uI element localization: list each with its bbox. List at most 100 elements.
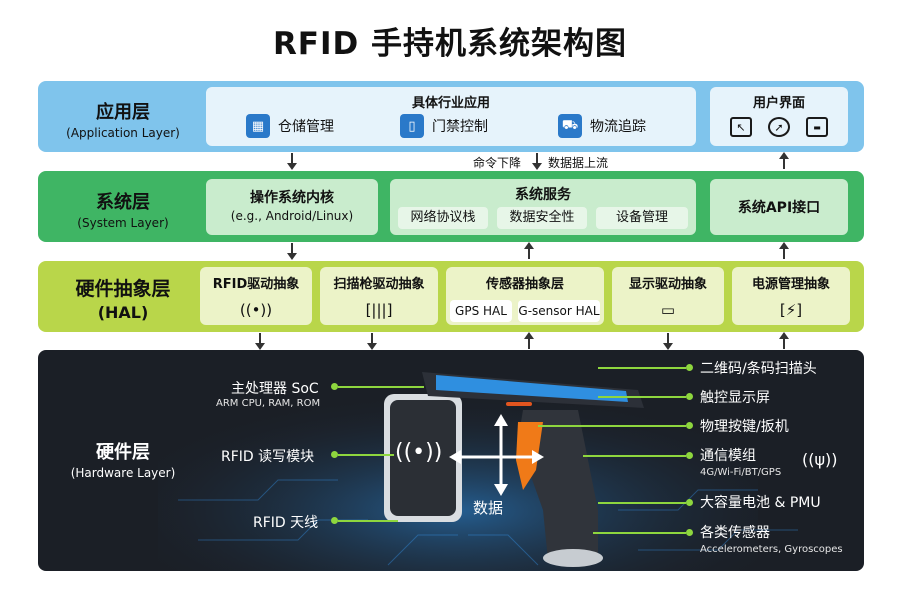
truck-icon: ⛟ bbox=[558, 114, 582, 138]
hardware-layer-name: 硬件层 bbox=[96, 442, 150, 463]
system-layer-name: 系统层 bbox=[96, 192, 150, 213]
battery-charging-icon: [⚡] bbox=[779, 301, 803, 319]
barcode-icon: [|||] bbox=[365, 301, 393, 319]
diagram-title: RFID 手持机系统架构图 bbox=[272, 26, 628, 62]
g-sensor-hal-pill: G-sensor HAL bbox=[518, 300, 600, 322]
os-kernel-detail: (e.g., Android/Linux) bbox=[230, 209, 354, 223]
service-data-security: 数据安全性 bbox=[497, 207, 587, 229]
callout-line bbox=[598, 502, 686, 504]
os-kernel-box: 操作系统内核 (e.g., Android/Linux) bbox=[206, 179, 378, 235]
application-layer: 应用层 (Application Layer) 具体行业应用 ▦ 仓储管理 ▯ … bbox=[38, 81, 864, 152]
gps-hal-pill: GPS HAL bbox=[450, 300, 512, 322]
arrow-down bbox=[663, 333, 673, 350]
service-device-management: 设备管理 bbox=[596, 207, 688, 229]
arrow-up bbox=[779, 332, 789, 349]
callout-dot bbox=[686, 422, 693, 429]
callout-line bbox=[598, 396, 686, 398]
system-api-title: 系统API接口 bbox=[737, 200, 821, 216]
soc-sub-label: ARM CPU, RAM, ROM bbox=[216, 398, 321, 409]
compass-icon: ➚ bbox=[768, 117, 790, 137]
data-label: 数据 bbox=[473, 499, 504, 517]
hardware-layer-label: 硬件层 (Hardware Layer) bbox=[48, 438, 198, 480]
sensor-hal-title: 传感器抽象层 bbox=[485, 277, 564, 292]
comm-module-sub-label: 4G/Wi-Fi/BT/GPS bbox=[700, 467, 782, 478]
system-services-title: 系统服务 bbox=[515, 187, 571, 203]
app-item-label: 物流追踪 bbox=[590, 119, 646, 135]
hal-layer: 硬件抽象层 (HAL) RFID驱动抽象 ((•)) 扫描枪驱动抽象 [|||]… bbox=[38, 261, 864, 332]
callout-line bbox=[593, 532, 686, 534]
callout-line bbox=[598, 367, 686, 369]
callout-dot bbox=[331, 383, 338, 390]
callout-line bbox=[538, 425, 686, 427]
callout-line bbox=[338, 386, 424, 388]
rfid-driver-title: RFID驱动抽象 bbox=[212, 277, 300, 292]
physical-keys-label: 物理按键/扳机 bbox=[700, 419, 789, 435]
rfid-antenna-label: RFID 天线 bbox=[253, 515, 319, 531]
circuit-background bbox=[158, 370, 798, 571]
user-interface-title: 用户界面 bbox=[752, 96, 805, 111]
arrow-up bbox=[779, 152, 789, 169]
power-management-box: 电源管理抽象 [⚡] bbox=[732, 267, 850, 325]
callout-line bbox=[583, 455, 686, 457]
scanner-driver-title: 扫描枪驱动抽象 bbox=[333, 277, 425, 292]
callout-dot bbox=[331, 517, 338, 524]
callout-line bbox=[338, 454, 394, 456]
display-driver-title: 显示驱动抽象 bbox=[628, 277, 707, 292]
power-management-title: 电源管理抽象 bbox=[751, 277, 830, 292]
callout-dot bbox=[686, 452, 693, 459]
hal-layer-name-en: (HAL) bbox=[97, 303, 149, 322]
barcode-scanner-label: 二维码/条码扫描头 bbox=[700, 361, 817, 377]
soc-label: 主处理器 SoC bbox=[231, 381, 319, 397]
system-layer: 系统层 (System Layer) 操作系统内核 (e.g., Android… bbox=[38, 171, 864, 242]
rfid-driver-box: RFID驱动抽象 ((•)) bbox=[200, 267, 312, 325]
arrow-up bbox=[524, 332, 534, 349]
industry-apps-title: 具体行业应用 bbox=[411, 96, 490, 111]
callout-dot bbox=[686, 529, 693, 536]
app-item-label: 门禁控制 bbox=[432, 119, 488, 135]
os-kernel-title: 操作系统内核 bbox=[250, 190, 334, 206]
application-layer-name-en: (Application Layer) bbox=[66, 126, 180, 140]
industry-apps-box: 具体行业应用 ▦ 仓储管理 ▯ 门禁控制 ⛟ 物流追踪 bbox=[206, 87, 696, 146]
system-layer-label: 系统层 (System Layer) bbox=[48, 188, 198, 230]
arrow-up bbox=[779, 242, 789, 259]
sensors-sub-label: Accelerometers, Gyroscopes bbox=[700, 544, 843, 555]
callout-dot bbox=[331, 451, 338, 458]
callout-dot bbox=[686, 364, 693, 371]
touch-display-label: 触控显示屏 bbox=[700, 390, 770, 406]
battery-pmu-label: 大容量电池 & PMU bbox=[700, 495, 821, 511]
arrow-down bbox=[287, 153, 297, 170]
arrow-down bbox=[367, 333, 377, 350]
comm-module-label: 通信模组 bbox=[700, 448, 756, 464]
arrow-down bbox=[255, 333, 265, 350]
rfid-coil-icon: ((•)) bbox=[395, 440, 443, 465]
hardware-layer: 硬件层 (Hardware Layer) ((•)) 数据 主处理器 SoC A… bbox=[38, 350, 864, 571]
monitor-touch-icon: ↖ bbox=[730, 117, 752, 137]
access-control-icon: ▯ bbox=[400, 114, 424, 138]
system-api-box: 系统API接口 bbox=[710, 179, 848, 235]
service-network-stack: 网络协议栈 bbox=[398, 207, 488, 229]
rfid-module-label: RFID 读写模块 bbox=[221, 449, 315, 465]
data-up-label: 数据据上流 bbox=[548, 156, 609, 170]
arrow-down bbox=[532, 153, 542, 170]
arrow-down bbox=[287, 243, 297, 260]
monitor-icon: ▭ bbox=[660, 301, 676, 319]
app-item-logistics[interactable]: ⛟ 物流追踪 bbox=[558, 114, 646, 138]
application-layer-label: 应用层 (Application Layer) bbox=[48, 98, 198, 140]
sensor-hal-box: 传感器抽象层 GPS HAL G-sensor HAL bbox=[446, 267, 604, 325]
callout-dot bbox=[686, 393, 693, 400]
command-down-label: 命令下降 bbox=[473, 156, 522, 170]
warehouse-icon: ▦ bbox=[246, 114, 270, 138]
window-icon: ▬ bbox=[806, 117, 828, 137]
hardware-layer-name-en: (Hardware Layer) bbox=[70, 466, 176, 480]
app-item-warehouse[interactable]: ▦ 仓储管理 bbox=[246, 114, 334, 138]
hal-layer-label: 硬件抽象层 (HAL) bbox=[48, 274, 198, 322]
callout-dot bbox=[686, 499, 693, 506]
system-services-box: 系统服务 网络协议栈 数据安全性 设备管理 bbox=[390, 179, 696, 235]
antenna-signal-icon: ((ψ)) bbox=[802, 450, 838, 469]
app-item-label: 仓储管理 bbox=[278, 119, 334, 135]
sensors-label: 各类传感器 bbox=[700, 525, 770, 541]
app-item-access-control[interactable]: ▯ 门禁控制 bbox=[400, 114, 488, 138]
rfid-waves-icon: ((•)) bbox=[239, 301, 273, 319]
scanner-driver-box: 扫描枪驱动抽象 [|||] bbox=[320, 267, 438, 325]
system-layer-name-en: (System Layer) bbox=[77, 216, 169, 230]
